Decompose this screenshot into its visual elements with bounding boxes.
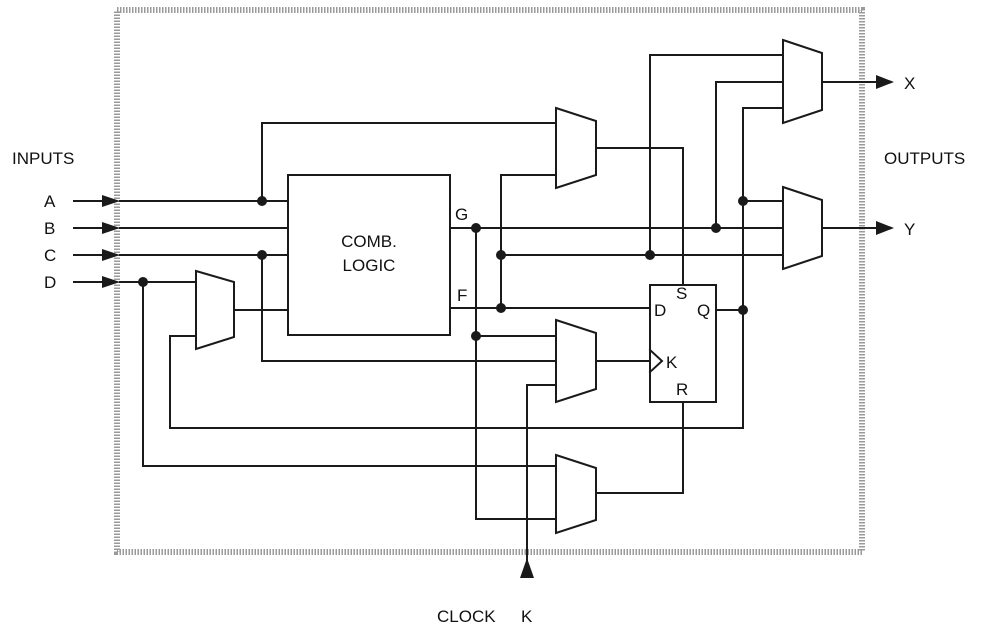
clock-label: CLOCK [437, 607, 496, 626]
wire-g-down [475, 227, 557, 520]
mux-middle [555, 318, 597, 404]
wire-x-in-3 [742, 107, 784, 202]
input-d-label: D [44, 273, 56, 292]
arrow-output-y [876, 221, 894, 235]
ff-d-label: D [654, 301, 666, 320]
wire-f-up [500, 174, 557, 309]
wire-d-to-bottom-mux [142, 281, 557, 467]
wire-a-to-top-mux [261, 122, 557, 202]
junction-dots [138, 196, 748, 341]
clock-k-label: K [521, 607, 533, 626]
mux-left [195, 269, 235, 351]
comb-logic-block [287, 174, 451, 336]
input-b-label: B [44, 219, 55, 238]
mux-x [782, 38, 823, 125]
input-c-label: C [44, 246, 56, 265]
wire-c-to-mid-mux [261, 254, 557, 362]
wire-top-mux-to-s [595, 147, 684, 286]
wire-clock [526, 384, 557, 576]
arrows [73, 75, 894, 578]
ff-k-label: K [666, 353, 678, 372]
inputs-heading: INPUTS [12, 149, 74, 168]
wire-x-in-1 [649, 54, 784, 256]
outputs-heading: OUTPUTS [884, 149, 965, 168]
arrow-input-c [102, 249, 120, 261]
device-boundary [114, 7, 865, 555]
wiring [119, 54, 879, 576]
output-x-label: X [904, 74, 915, 93]
ff-q-label: Q [697, 301, 710, 320]
comb-logic-label-1: COMB. [341, 232, 397, 251]
mux-bottom [555, 453, 597, 535]
wire-bottom-mux-to-r [595, 401, 684, 494]
comb-logic-label-2: LOGIC [343, 256, 396, 275]
mux-y [782, 185, 823, 271]
arrow-input-b [102, 222, 120, 234]
clock-triangle-icon [648, 348, 664, 374]
arrow-input-d [102, 276, 120, 288]
wire-q-feedback [169, 200, 744, 429]
wire-x-in-2 [715, 81, 784, 229]
ff-s-label: S [676, 284, 687, 303]
ff-r-label: R [676, 380, 688, 399]
input-a-label: A [44, 192, 56, 211]
signal-g-label: G [455, 205, 468, 224]
arrow-output-x [876, 75, 894, 89]
flip-flop-block [649, 284, 717, 403]
output-y-label: Y [904, 220, 915, 239]
arrow-input-a [102, 195, 120, 207]
mux-top [555, 106, 597, 190]
arrow-clock [520, 558, 534, 578]
signal-f-label: F [457, 286, 467, 305]
